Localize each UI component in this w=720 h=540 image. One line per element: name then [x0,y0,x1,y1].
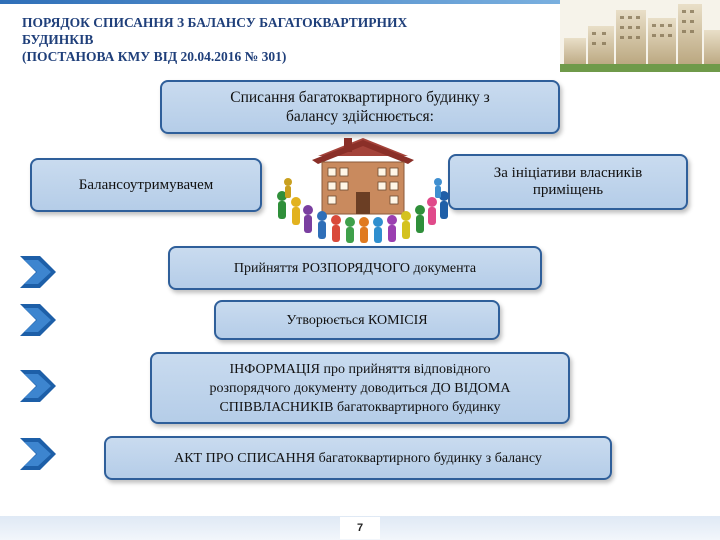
chevron-right-icon [20,438,56,470]
chevron-right-icon [20,370,56,402]
house-with-people-icon [277,138,449,243]
option-balance-holder-label: Балансоутримувачем [78,176,214,193]
option-owners-line-2: приміщень [532,182,604,198]
page-title: ПОРЯДОК СПИСАННЯ З БАЛАНСУ БАГАТОКВАРТИР… [22,14,562,65]
option-owners-line-1: За ініціативи власників [493,165,643,181]
header-accent-bar [0,0,720,4]
step-4-box: АКТ ПРО СПИСАННЯ багатоквартирного будин… [104,436,612,480]
step-3-line-3: СПІВВЛАСНИКІВ багатоквартирного будинку [219,399,501,415]
title-line-2: БУДИНКІВ [22,32,94,47]
chevron-right-icon [20,304,56,336]
main-statement-line-1: Списання багатоквартирного будинку з [230,89,490,106]
option-owners-initiative-box: За ініціативи власників приміщень [448,154,688,210]
page-number: 7 [340,517,380,539]
title-line-1: ПОРЯДОК СПИСАННЯ З БАЛАНСУ БАГАТОКВАРТИР… [22,15,408,30]
step-3-line-2: розпорядчого документу доводиться ДО ВІД… [209,380,511,396]
step-4-label: АКТ ПРО СПИСАННЯ багатоквартирного будин… [174,450,542,466]
title-line-3: (ПОСТАНОВА КМУ ВІД 20.04.2016 № 301) [22,49,287,64]
step-3-box: ІНФОРМАЦІЯ про прийняття відповідного ро… [150,352,570,424]
step-3-line-1: ІНФОРМАЦІЯ про прийняття відповідного [229,361,491,377]
chevron-right-icon [20,256,56,288]
main-statement-line-2: балансу здійснюється: [285,108,434,125]
step-2-box: Утворюється КОМІСІЯ [214,300,500,340]
main-statement-box: Списання багатоквартирного будинку з бал… [160,80,560,134]
step-1-box: Прийняття РОЗПОРЯДЧОГО документа [168,246,542,290]
step-2-label: Утворюється КОМІСІЯ [286,312,428,328]
apartment-buildings-icon [560,0,720,72]
option-balance-holder-box: Балансоутримувачем [30,158,262,212]
step-1-label: Прийняття РОЗПОРЯДЧОГО документа [233,260,477,276]
